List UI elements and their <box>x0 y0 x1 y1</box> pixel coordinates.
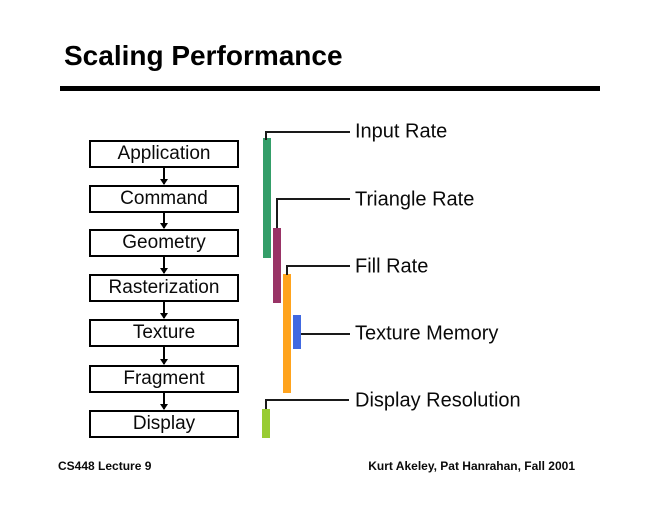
stage-label: Texture <box>132 322 196 343</box>
flow-arrow-down-icon <box>160 213 168 229</box>
stage-label: Geometry <box>122 232 206 253</box>
bar-triangle-rate <box>273 228 281 303</box>
stage-box-geometry: Geometry <box>89 229 239 257</box>
connector-line <box>276 198 350 200</box>
stage-label: Rasterization <box>108 277 220 298</box>
bar-label-input-rate: Input Rate <box>355 120 448 143</box>
bar-label-triangle-rate: Triangle Rate <box>355 188 475 211</box>
footer-course-label: CS448 Lecture 9 <box>58 459 152 473</box>
stage-box-command: Command <box>89 185 239 213</box>
flow-arrow-down-icon <box>160 302 168 319</box>
connector-line <box>301 333 350 335</box>
connector-line <box>286 265 288 275</box>
flow-arrow-down-icon <box>160 257 168 274</box>
slide-title: Scaling Performance <box>64 40 343 71</box>
stage-box-fragment: Fragment <box>89 365 239 393</box>
connector-line <box>286 265 350 267</box>
stage-label: Application <box>117 143 211 164</box>
stage-label: Command <box>120 188 208 209</box>
bar-label-texture-memory: Texture Memory <box>355 322 499 345</box>
flow-arrow-down-icon <box>160 347 168 365</box>
stage-box-texture: Texture <box>89 319 239 347</box>
bar-label-display-resolution: Display Resolution <box>355 389 521 412</box>
connector-line <box>265 399 267 409</box>
flow-arrow-down-icon <box>160 168 168 185</box>
bar-display-resolution <box>262 409 270 438</box>
connector-line <box>265 131 350 133</box>
bar-fill-rate <box>283 274 291 393</box>
stage-box-rasterization: Rasterization <box>89 274 239 302</box>
connector-line <box>265 399 349 401</box>
stage-label: Fragment <box>123 368 205 389</box>
stage-box-application: Application <box>89 140 239 168</box>
title-underline <box>60 86 600 91</box>
connector-line <box>276 198 278 228</box>
connector-line <box>265 131 267 140</box>
bar-label-fill-rate: Fill Rate <box>355 255 429 278</box>
footer-authors-label: Kurt Akeley, Pat Hanrahan, Fall 2001 <box>368 459 575 473</box>
bar-input-rate <box>263 138 271 258</box>
stage-label: Display <box>132 413 196 434</box>
stage-box-display: Display <box>89 410 239 438</box>
bar-texture-memory <box>293 315 301 349</box>
flow-arrow-down-icon <box>160 393 168 410</box>
